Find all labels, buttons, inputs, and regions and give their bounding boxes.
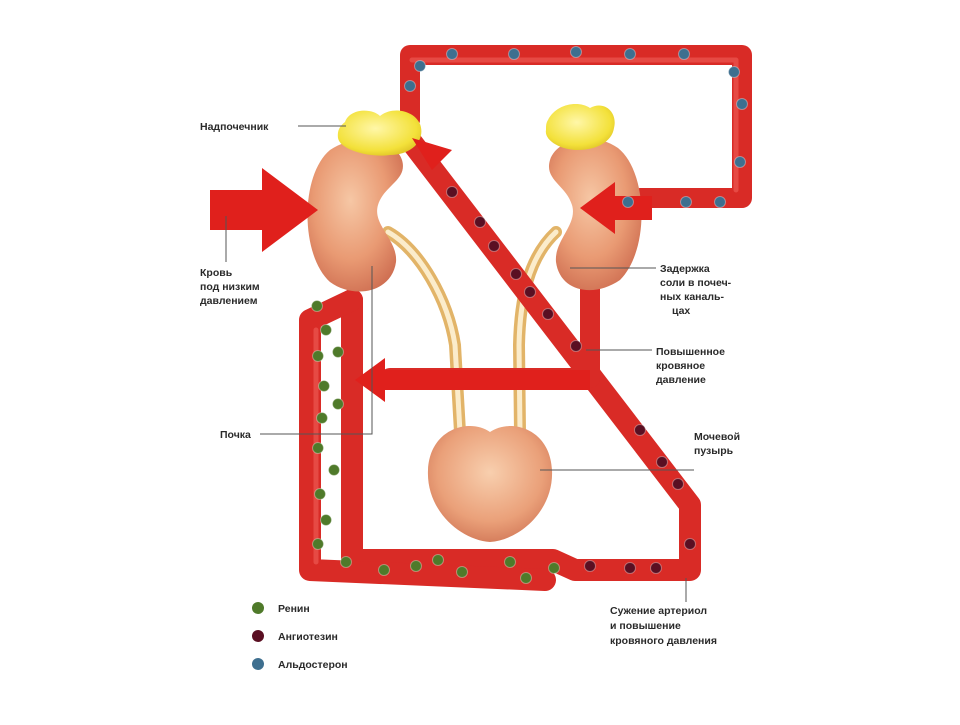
aldosterone-dot [446,48,458,60]
renin-dot [314,488,326,500]
low-pressure-label-3: давлением [200,295,258,307]
renin-dot [410,560,422,572]
salt-retention-label-1: Задержка [660,263,710,275]
aldosterone-dot [570,46,582,58]
renin-dot [312,538,324,550]
dark-red-dot-icon [252,630,264,642]
high-pressure-label-3: давление [656,374,706,386]
angiotensin-dot [672,478,684,490]
angiotensin-dot [510,268,522,280]
angiotensin-dot [650,562,662,574]
legend: Ренин Ангиотезин Альдостерон [252,602,348,671]
angiotensin-dot [624,562,636,574]
aldosterone-dot [736,98,748,110]
renin-dot [316,412,328,424]
renin-dot [378,564,390,576]
high-pressure-label-1: Повышенное [656,346,725,358]
constriction-label-3: кровяного давления [610,635,717,647]
kidney-label: Почка [220,429,251,441]
outflow-arrow [355,358,590,402]
renin-dot [332,346,344,358]
constriction-label-2: и повышение [610,620,681,632]
renin-dot [311,300,323,312]
renin-dot [456,566,468,578]
aldosterone-dot [728,66,740,78]
inflow-arrow [210,168,318,252]
angiotensin-dots [446,186,696,574]
diagonal-arrowhead [412,138,452,170]
blood-vessels [299,45,752,591]
left-adrenal-gland [337,110,422,156]
low-pressure-label-2: под низким [200,281,260,293]
bladder-label-1: Мочевой [694,431,740,443]
adrenal-label: Надпочечник [200,121,269,133]
arrows [210,138,652,402]
aldosterone-dot [678,48,690,60]
angiotensin-dot [684,538,696,550]
legend-angiotensin-label: Ангиотезин [278,631,338,643]
legend-aldosterone-label: Альдостерон [278,659,348,671]
angiotensin-dot [656,456,668,468]
angiotensin-dot [570,340,582,352]
salt-retention-label-2: соли в почеч- [660,277,732,289]
angiotensin-dot [488,240,500,252]
angiotensin-dot [584,560,596,572]
aldosterone-dots [404,46,748,208]
right-adrenal-gland [545,104,615,150]
right-kidney-arrow [580,182,652,234]
renin-dots [311,300,560,584]
bladder-label-2: пузырь [694,445,734,457]
legend-renin-label: Ренин [278,603,310,615]
angiotensin-dot [634,424,646,436]
renin-dot [320,514,332,526]
renin-dot [332,398,344,410]
constriction-label-1: Сужение артериол [610,605,707,617]
left-kidney [307,139,403,292]
renin-dot [320,324,332,336]
leader-lines [225,125,694,602]
low-pressure-label-1: Кровь [200,267,233,279]
renin-dot [328,464,340,476]
angiotensin-dot [446,186,458,198]
angiotensin-dot [542,308,554,320]
angiotensin-dot [524,286,536,298]
aldosterone-dot [508,48,520,60]
aldosterone-dot [622,196,634,208]
aldosterone-dot [734,156,746,168]
aldosterone-dot [404,80,416,92]
blue-dot-icon [252,658,264,670]
aldosterone-dot [714,196,726,208]
salt-retention-label-4: цах [672,305,690,317]
renin-dot [548,562,560,574]
aldosterone-dot [624,48,636,60]
green-dot-icon [252,602,264,614]
aldosterone-dot [414,60,426,72]
renin-dot [432,554,444,566]
renin-dot [340,556,352,568]
angiotensin-dot [474,216,486,228]
renin-dot [312,442,324,454]
ureters [382,226,562,438]
renin-dot [312,350,324,362]
salt-retention-label-3: ных каналь- [660,291,724,303]
renin-dot [504,556,516,568]
high-pressure-label-2: кровяное [656,360,705,372]
aldosterone-dot [680,196,692,208]
bladder [427,426,553,542]
renin-dot [520,572,532,584]
renin-dot [318,380,330,392]
